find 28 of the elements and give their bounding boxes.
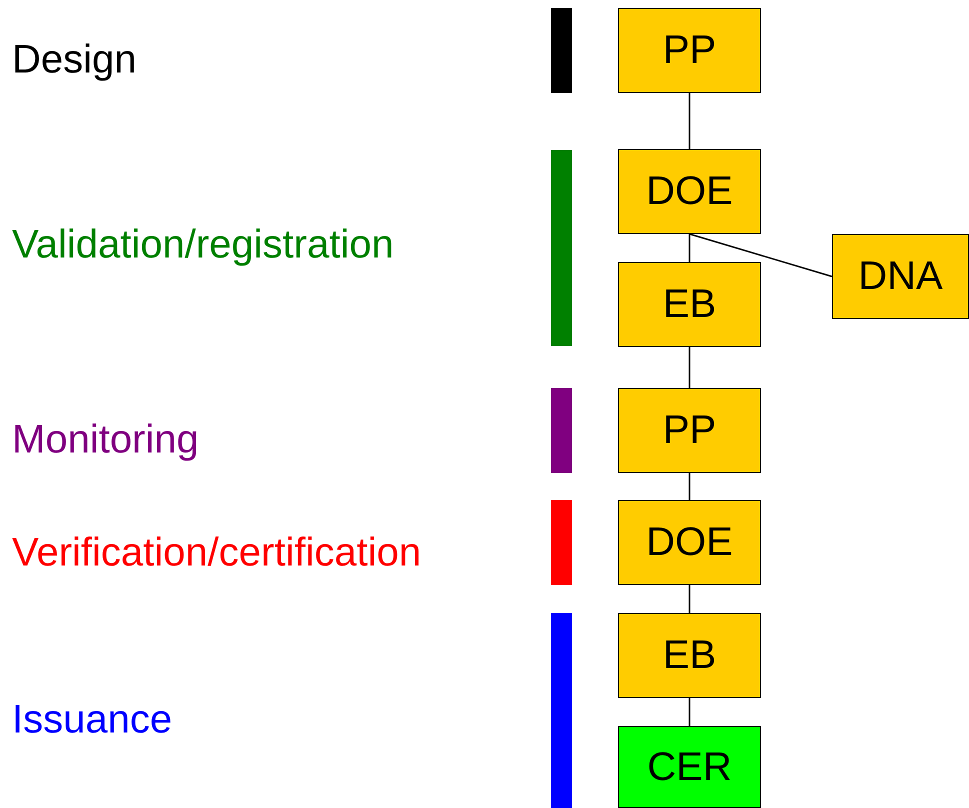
box-label: DOE [646, 520, 733, 565]
connector-line [688, 473, 690, 500]
box-label: CER [647, 744, 732, 790]
box-label: PP [662, 28, 716, 73]
box-label: DNA [858, 254, 943, 299]
connector-line [688, 93, 690, 149]
phase-label: Design [12, 38, 137, 82]
phase-label: Monitoring [12, 418, 199, 462]
box-label: DOE [646, 169, 733, 214]
process-box [832, 234, 969, 319]
box-label: EB [662, 633, 716, 678]
connector-line [688, 585, 690, 613]
box-label: PP [662, 408, 716, 453]
phase-label: Validation/registration [12, 222, 394, 268]
process-box [618, 500, 761, 585]
process-box [618, 8, 761, 93]
phase-label: Issuance [12, 698, 172, 742]
connector-line [689, 233, 832, 278]
process-box [618, 613, 761, 698]
phase-label: Verification/certification [12, 530, 422, 576]
process-box [618, 262, 761, 347]
connector-line [688, 347, 690, 388]
process-box [618, 388, 761, 473]
connector-line [688, 234, 690, 262]
process-box [618, 149, 761, 234]
connector-line [688, 698, 690, 726]
box-label: EB [662, 282, 716, 327]
process-box [618, 726, 761, 808]
